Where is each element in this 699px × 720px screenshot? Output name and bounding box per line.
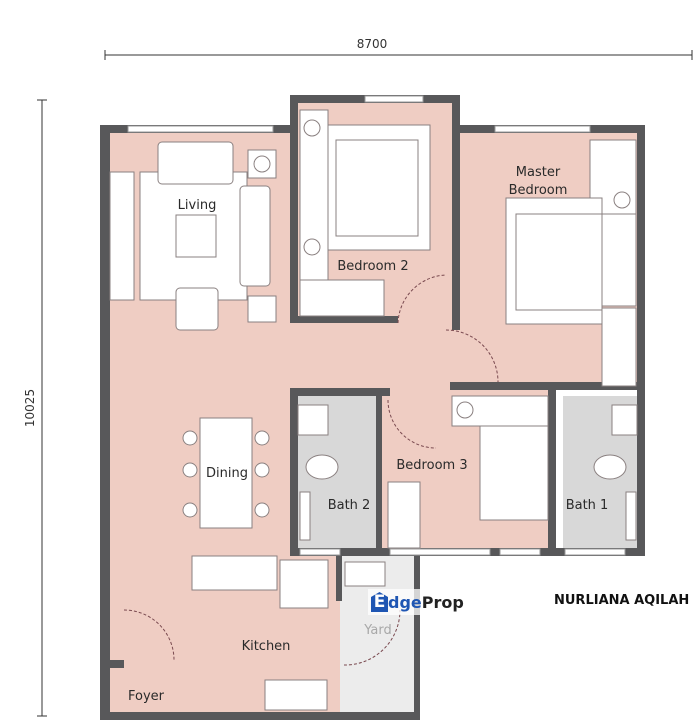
label-bedroom2: Bedroom 2 xyxy=(337,259,408,274)
label-kitchen: Kitchen xyxy=(242,639,291,654)
edgeprop-house-icon: E xyxy=(371,592,388,612)
height-label: 10025 xyxy=(23,389,37,427)
label-master-1: Master xyxy=(516,165,561,180)
label-yard: Yard xyxy=(363,623,392,638)
label-dining: Dining xyxy=(206,466,248,481)
agent-name: NURLIANA AQILAH xyxy=(554,593,690,608)
room-labels: Living Bedroom 2 Master Bedroom Dining B… xyxy=(128,165,608,704)
doors xyxy=(123,274,499,666)
label-living: Living xyxy=(178,198,217,213)
label-bath2: Bath 2 xyxy=(328,498,371,513)
kitchen-furniture xyxy=(191,555,386,711)
bedroom2-furniture xyxy=(299,109,431,317)
label-foyer: Foyer xyxy=(128,689,165,704)
height-dimension: 10025 xyxy=(23,99,47,717)
master-furniture xyxy=(505,139,637,387)
living-furniture xyxy=(109,141,277,331)
logo-dge: dge xyxy=(388,592,422,612)
logo-prop: Prop xyxy=(421,592,464,612)
dining-furniture xyxy=(182,417,270,529)
width-dimension: 8700 xyxy=(104,37,693,60)
label-bedroom3: Bedroom 3 xyxy=(396,458,467,473)
bedroom3-furniture xyxy=(387,395,549,549)
windows xyxy=(127,95,626,556)
label-bath1: Bath 1 xyxy=(566,498,609,513)
bath-fixtures xyxy=(297,404,638,541)
width-label: 8700 xyxy=(357,37,388,51)
label-master-2: Bedroom xyxy=(509,183,568,198)
